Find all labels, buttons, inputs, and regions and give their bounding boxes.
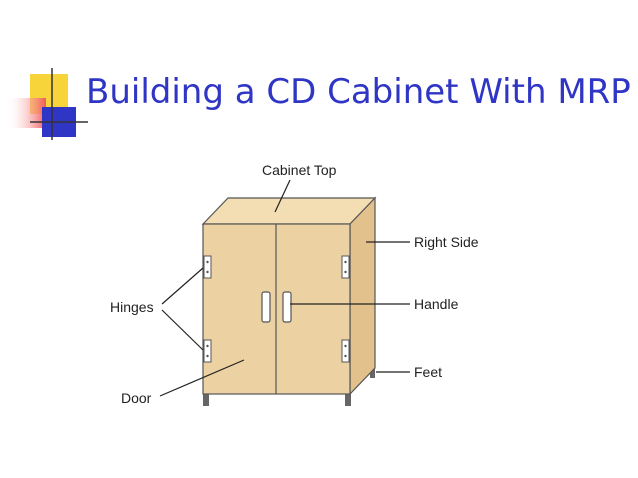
hinge-left-top	[203, 255, 212, 279]
hinge-left-bottom	[203, 339, 212, 363]
deco-red-square	[6, 98, 46, 128]
cabinet-top	[201, 197, 377, 225]
hinge-right-top	[341, 255, 350, 279]
handle-left	[261, 291, 271, 323]
slide-title: Building a CD Cabinet With MRP	[86, 72, 631, 112]
hinge-right-bottom	[341, 339, 350, 363]
handle-right	[282, 291, 292, 323]
label-right-side: Right Side	[414, 234, 479, 250]
foot-front-right	[345, 392, 351, 406]
label-cabinet-top: Cabinet Top	[262, 162, 337, 178]
leader-door	[159, 359, 245, 397]
leader-cabinet-top	[274, 179, 291, 213]
label-hinges: Hinges	[110, 299, 154, 315]
leader-hinges-bottom	[161, 309, 204, 351]
cabinet-right-side	[349, 196, 376, 396]
label-handle: Handle	[414, 296, 459, 312]
leader-hinges-top	[161, 267, 204, 305]
label-feet: Feet	[414, 364, 442, 380]
corner-decoration	[6, 68, 88, 140]
foot-front-left	[203, 392, 209, 406]
label-door: Door	[121, 390, 152, 406]
